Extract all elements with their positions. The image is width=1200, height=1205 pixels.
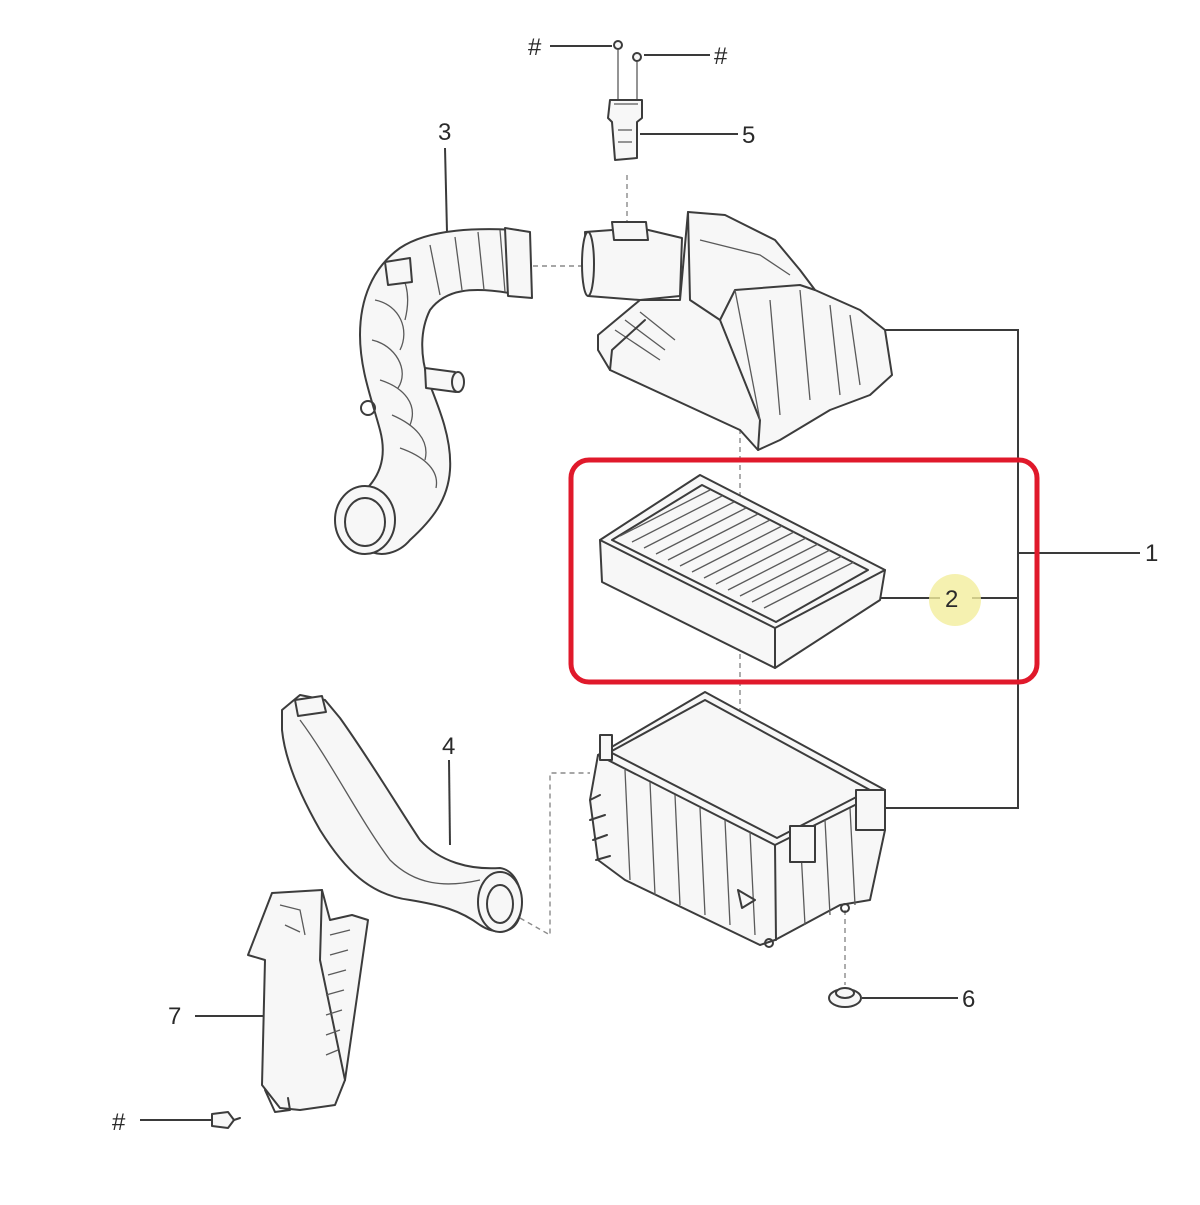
callout-part-6: 6	[962, 986, 975, 1013]
rubber-grommet	[828, 987, 862, 1008]
callout-hash-top-right: #	[714, 43, 728, 70]
callout-part-3: 3	[438, 119, 451, 146]
air-box-lower-housing	[589, 691, 886, 948]
callout-part-1: 1	[1145, 540, 1158, 567]
cursor-highlight-dot	[929, 574, 981, 626]
mass-airflow-sensor	[607, 40, 643, 161]
air-box-cover	[581, 211, 893, 451]
filter-pleats	[619, 489, 855, 609]
air-filter-element	[599, 474, 886, 669]
intake-duct-lower	[281, 694, 523, 933]
callout-labels: # # 1 2 3 4 5 6 7 #	[112, 34, 1158, 1136]
intake-bracket	[247, 889, 369, 1113]
bottom-screw	[211, 1111, 241, 1129]
callout-hash-top-left: #	[528, 34, 542, 61]
callout-part-2: 2	[945, 586, 958, 613]
callout-part-5: 5	[742, 122, 755, 149]
callout-hash-bottom-left: #	[112, 1109, 126, 1136]
callout-part-7: 7	[168, 1003, 181, 1030]
callout-part-4: 4	[442, 733, 455, 760]
intake-hose-upper	[334, 227, 533, 555]
leader-lines	[140, 45, 1140, 1121]
highlight-frame	[568, 457, 1040, 685]
